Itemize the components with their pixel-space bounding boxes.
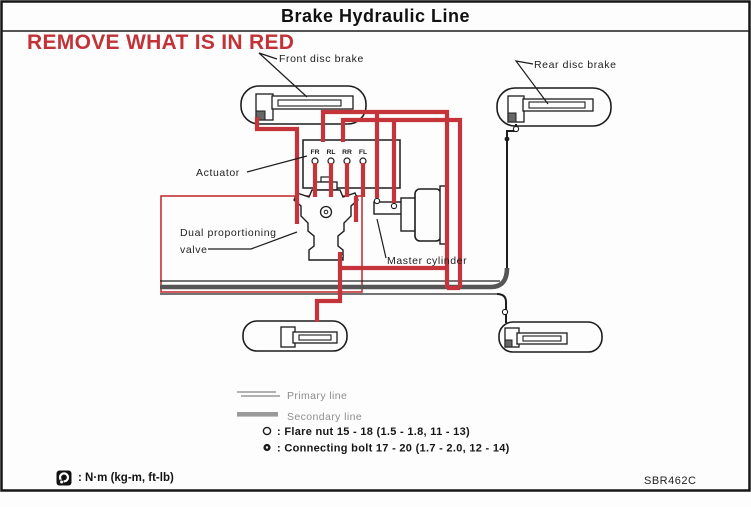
- primary-line-sample: [237, 391, 280, 397]
- rear-brake-lines: [160, 124, 517, 323]
- red-pipe-front-left: [254, 117, 300, 224]
- actuator-port-label-fl: FL: [359, 149, 367, 156]
- connecting-bolt-spec: : Connecting bolt 17 - 20 (1.7 - 2.0, 12…: [277, 443, 510, 455]
- red-pipe-valve-to-bottom-wheel: [314, 252, 447, 322]
- black-pipe-rear-vertical: [506, 124, 517, 268]
- page-border: [0, 0, 751, 492]
- actuator-port-label-fr: FR: [310, 149, 319, 156]
- torque-wrench-icon: [56, 470, 72, 486]
- master-cylinder-assembly: [373, 185, 447, 245]
- figure-code: SBR462C: [644, 475, 697, 487]
- black-pipe-rear-wheel-stub: [496, 293, 507, 323]
- actuator-port-label-rl: RL: [326, 149, 335, 156]
- connecting-bolt-icon-dot: [265, 446, 269, 449]
- front-disc-brake-label: Front disc brake: [279, 53, 364, 65]
- red-annotation-box: [160, 195, 363, 293]
- secondary-line-sample: [237, 412, 278, 417]
- red-pipe-over-top-2: [340, 117, 463, 291]
- flare-nut-spec: : Flare nut 15 - 18 (1.5 - 1.8, 11 - 13): [277, 426, 470, 438]
- actuator-label: Actuator: [196, 167, 240, 179]
- flare-nut-fitting: [501, 308, 509, 316]
- leader-lines: [208, 52, 549, 259]
- remove-annotation-text: REMOVE WHAT IS IN RED: [27, 31, 295, 54]
- connecting-bolt-fitting: [504, 136, 510, 142]
- dual-proportioning-valve-label-line1: Dual proportioning: [180, 227, 277, 239]
- secondary-line-label: Secondary line: [287, 411, 362, 423]
- torque-units-note: : N·m (kg-m, ft-lb): [56, 470, 174, 486]
- front-left-wheel: [240, 85, 367, 125]
- red-pipe-over-top-1: [320, 109, 450, 288]
- actuator-unit: [302, 139, 401, 189]
- legend: Primary line Secondary line : Flare nut …: [237, 390, 510, 455]
- master-cylinder-label: Master cylinder: [387, 255, 467, 267]
- dual-proportioning-valve-label-line2: valve: [180, 244, 208, 256]
- red-highlighted-lines: [254, 109, 463, 322]
- page-title: Brake Hydraulic Line: [280, 6, 471, 26]
- rear-left-wheel-bottom: [498, 321, 603, 353]
- fittings: [373, 125, 520, 316]
- flare-nut-icon: [262, 426, 272, 436]
- black-pipe-secondary-run: [160, 267, 510, 290]
- flare-nut-fitting: [373, 197, 381, 205]
- rear-disc-brake-label: Rear disc brake: [534, 59, 617, 71]
- flare-nut-fitting: [390, 202, 398, 210]
- flare-nut-fitting: [512, 125, 520, 133]
- rear-right-wheel-top: [496, 87, 612, 127]
- front-right-wheel-bottom: [242, 320, 348, 352]
- primary-line-label: Primary line: [287, 390, 347, 402]
- actuator-port-label-rr: RR: [342, 149, 352, 156]
- torque-units-text: : N·m (kg-m, ft-lb): [78, 472, 174, 484]
